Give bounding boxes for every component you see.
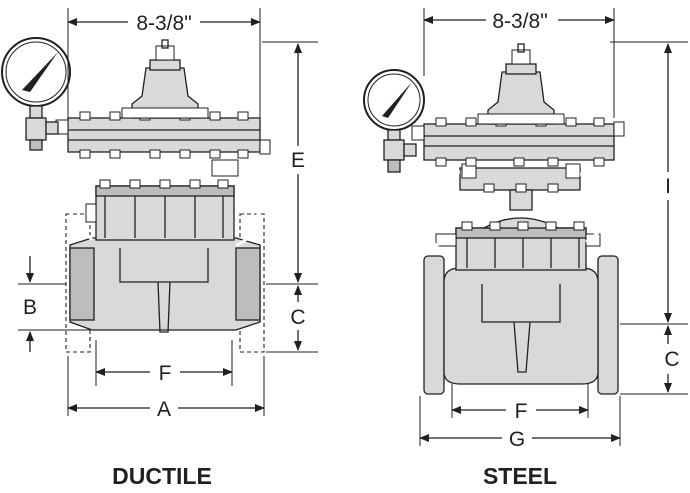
ductile-cover-bolts [99,179,229,238]
ductile-valve [1,37,271,353]
ductile-dim-c-label: C [290,306,305,329]
steel-valve [363,43,625,395]
ductile-dim-a-label: A [157,398,171,421]
ductile-dimensions [18,8,318,416]
ductile-top-width-label: 8-3/8" [136,12,191,35]
ductile-pressure-gauge-icon [1,37,71,151]
steel-dim-f-label: F [515,400,528,423]
steel-dimensions [419,8,688,446]
ductile-dim-e-label: E [291,149,305,172]
steel-yoke-bolts [461,163,581,193]
steel-caption: STEEL [483,463,557,489]
steel-top-width-label: 8-3/8" [492,10,547,33]
ductile-dim-f-label: F [159,362,172,385]
steel-dim-g-label: G [509,428,525,451]
ductile-caption: DUCTILE [112,463,212,489]
ductile-dim-b-label: B [23,296,37,319]
steel-pressure-gauge-icon [363,69,425,173]
steel-dim-c-label: C [664,348,679,371]
steel-cover-bolts [461,221,585,268]
steel-dim-i-label: I [665,175,671,198]
